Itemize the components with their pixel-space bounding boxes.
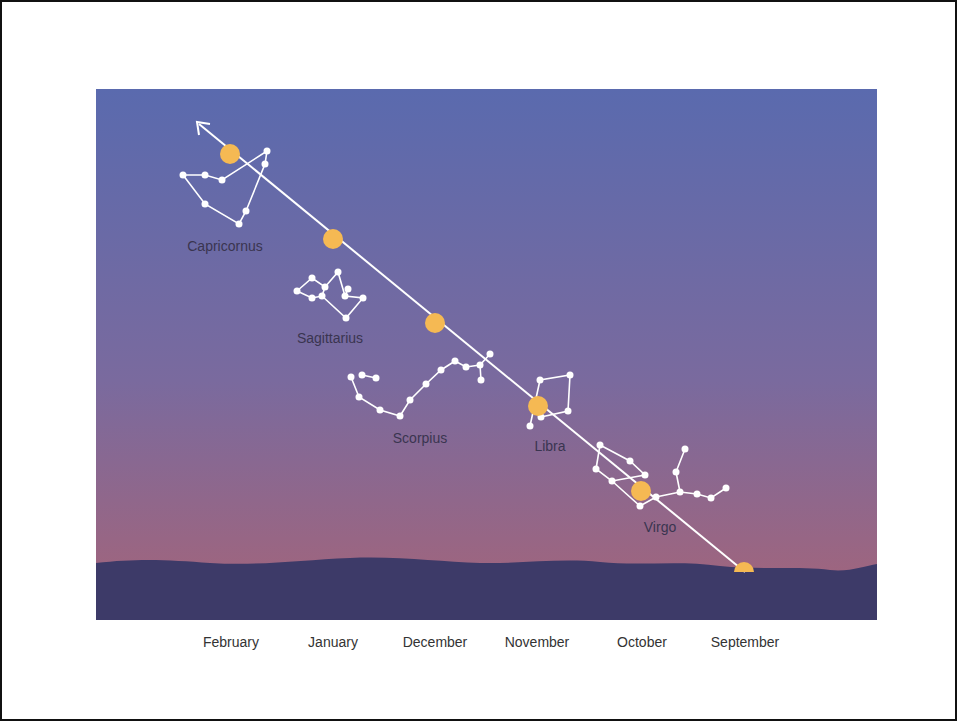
ecliptic-arrowhead bbox=[197, 122, 210, 135]
constellation-name: Virgo bbox=[644, 519, 676, 535]
month-label: October bbox=[617, 634, 667, 650]
month-label: February bbox=[203, 634, 259, 650]
constellation-name: Sagittarius bbox=[297, 330, 363, 346]
sky bbox=[96, 89, 877, 620]
month-label: January bbox=[308, 634, 358, 650]
setting-sun bbox=[734, 562, 754, 572]
constellation-name: Scorpius bbox=[393, 430, 447, 446]
month-label: December bbox=[403, 634, 468, 650]
hills bbox=[96, 558, 877, 620]
constellation-name: Libra bbox=[534, 438, 565, 454]
constellation-name: Capricornus bbox=[187, 238, 262, 254]
month-label: September bbox=[711, 634, 779, 650]
month-label: November bbox=[505, 634, 570, 650]
ecliptic-line bbox=[199, 124, 745, 572]
constellation-lines bbox=[183, 151, 726, 506]
stars bbox=[180, 148, 730, 510]
sun-positions bbox=[220, 144, 651, 501]
